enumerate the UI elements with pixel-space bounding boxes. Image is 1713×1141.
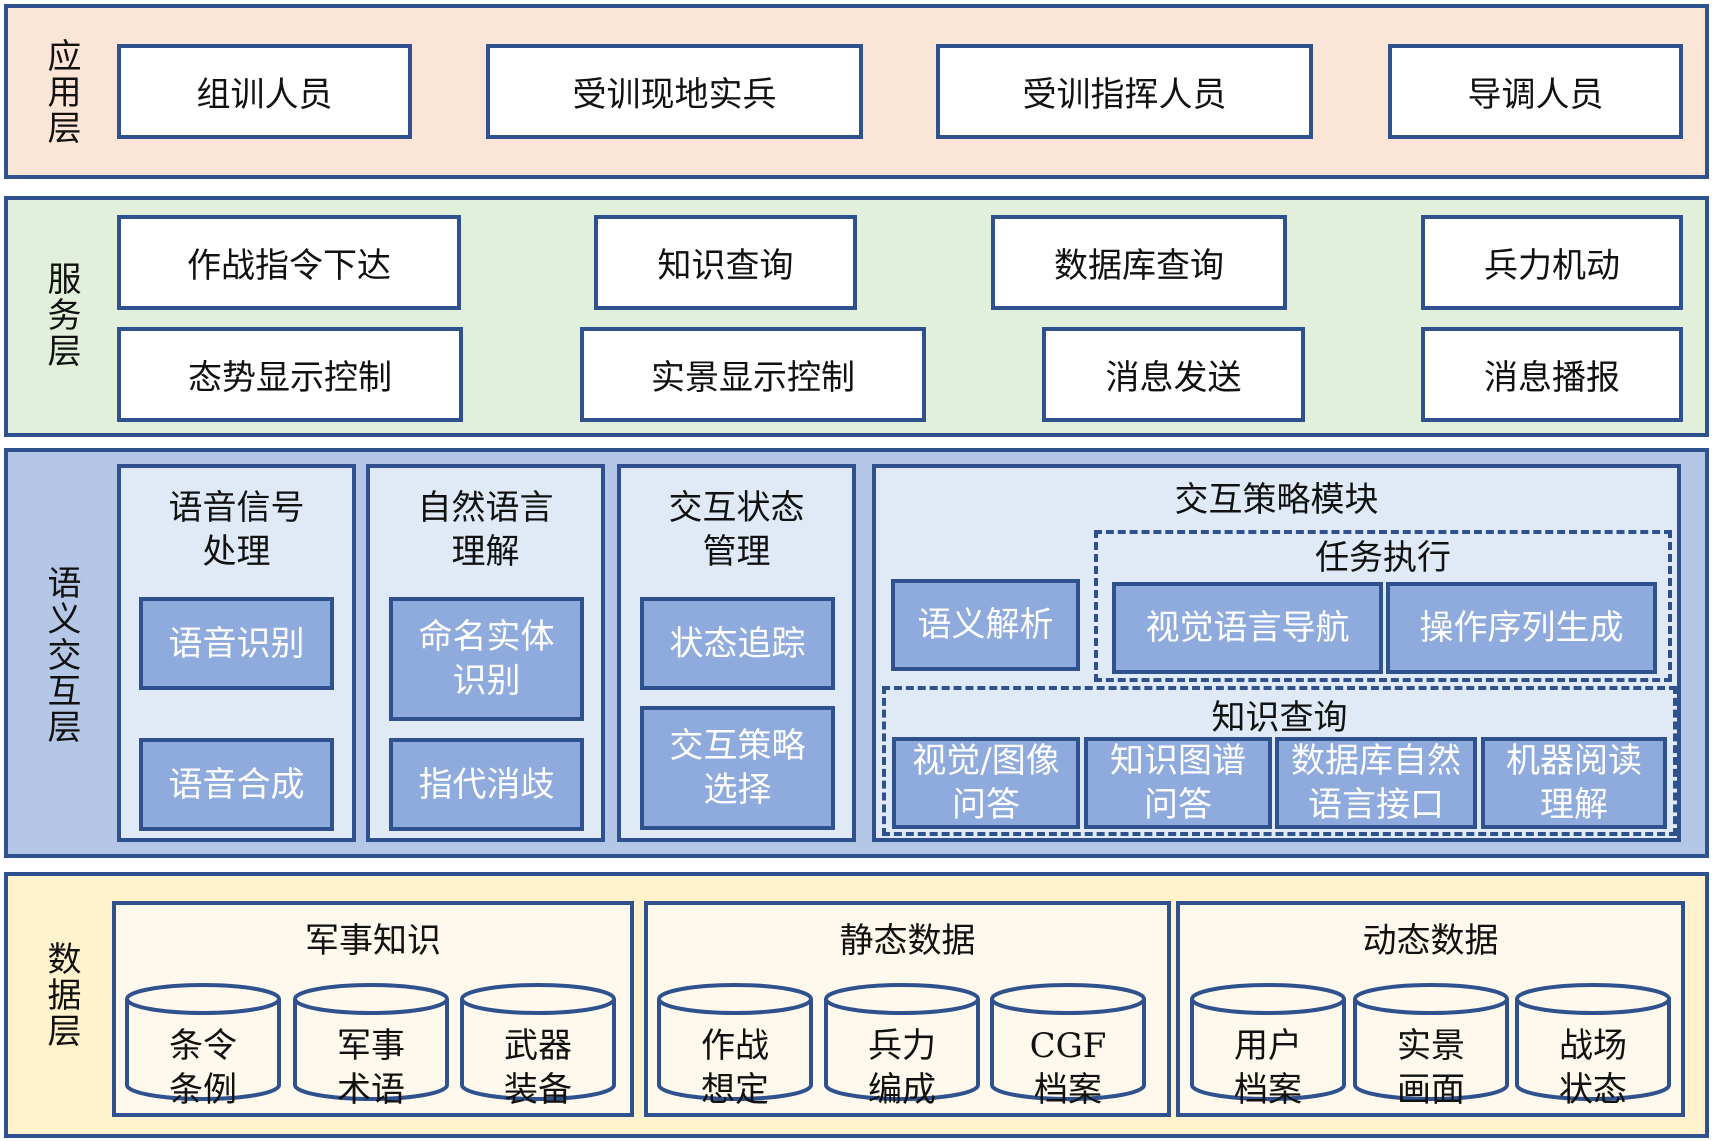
database-label: 武器 装备: [504, 1026, 572, 1110]
service-item-scene-display: 实景显示控制: [580, 327, 926, 422]
database-cylinder-icon: [824, 983, 980, 1101]
database-label: 用户 档案: [1234, 1026, 1302, 1110]
app-item-director: 导调人员: [1388, 44, 1683, 139]
database-label: 作战 想定: [701, 1026, 769, 1110]
state-management-title: 交互状态 管理: [668, 488, 805, 572]
database-label: 条令 条例: [169, 1026, 237, 1110]
knowledge-query-group: 知识查询: [882, 686, 1677, 836]
database-cylinder-icon: [657, 983, 813, 1101]
database-cylinder-icon: [293, 983, 449, 1101]
database-weapons-equipment: 武器 装备: [459, 982, 617, 1110]
database-label: CGF 档案: [1029, 1026, 1107, 1110]
military-knowledge-title: 军事知识: [305, 921, 441, 961]
task-execution-title: 任务执行: [1315, 538, 1451, 578]
module-named-entity-recognition: 命名实体 识别: [389, 597, 584, 721]
nlu-title: 自然语言 理解: [417, 488, 554, 572]
module-machine-reading: 机器阅读 理解: [1481, 737, 1667, 829]
database-cylinder-icon: [460, 983, 616, 1101]
static-data-title: 静态数据: [839, 921, 976, 961]
service-item-message-broadcast: 消息播报: [1421, 327, 1683, 422]
service-item-database-query: 数据库查询: [991, 215, 1287, 310]
database-force-organization: 兵力 编成: [823, 982, 981, 1110]
database-label: 实景 画面: [1397, 1026, 1465, 1110]
database-battlefield-state: 战场 状态: [1514, 982, 1672, 1110]
application-layer-label: 应用层: [41, 38, 81, 146]
data-layer-label: 数据层: [41, 941, 81, 1049]
database-combat-scenario: 作战 想定: [656, 982, 814, 1110]
database-military-terms: 军事 术语: [292, 982, 450, 1110]
database-label: 兵力 编成: [868, 1026, 936, 1110]
module-speech-synthesis: 语音合成: [139, 738, 334, 831]
database-cylinder-icon: [990, 983, 1146, 1101]
database-label: 战场 状态: [1559, 1026, 1627, 1110]
app-item-commander-trainee: 受训指挥人员: [936, 44, 1313, 139]
database-cylinder-icon: [125, 983, 281, 1101]
app-item-trainer: 组训人员: [117, 44, 412, 139]
task-execution-group: 任务执行: [1094, 530, 1672, 682]
module-vision-language-navigation: 视觉语言导航: [1112, 582, 1383, 674]
module-speech-recognition: 语音识别: [139, 597, 334, 690]
speech-processing-title: 语音信号 处理: [168, 488, 305, 572]
service-item-situation-display: 态势显示控制: [117, 327, 463, 422]
database-label: 军事 术语: [337, 1026, 405, 1110]
database-regulations: 条令 条例: [124, 982, 282, 1110]
module-operation-sequence-generation: 操作序列生成: [1386, 582, 1657, 674]
service-layer-label: 服务层: [41, 261, 81, 369]
database-cylinder-icon: [1353, 983, 1509, 1101]
app-item-field-trainee: 受训现地实兵: [486, 44, 863, 139]
service-item-combat-command: 作战指令下达: [117, 215, 461, 310]
module-semantic-parsing: 语义解析: [891, 579, 1080, 671]
module-state-tracking: 状态追踪: [640, 597, 835, 690]
module-strategy-selection: 交互策略 选择: [640, 706, 835, 830]
strategy-module-title: 交互策略模块: [1174, 480, 1379, 520]
service-item-message-send: 消息发送: [1042, 327, 1305, 422]
module-coreference-resolution: 指代消歧: [389, 738, 584, 831]
database-user-archive: 用户 档案: [1189, 982, 1347, 1110]
knowledge-query-title: 知识查询: [1211, 698, 1348, 738]
module-knowledge-graph-qa: 知识图谱 问答: [1084, 737, 1272, 829]
dynamic-data-title: 动态数据: [1362, 921, 1499, 961]
database-live-scene: 实景 画面: [1352, 982, 1510, 1110]
service-item-knowledge-query: 知识查询: [594, 215, 857, 310]
database-cgf-archive: CGF 档案: [989, 982, 1147, 1110]
service-item-force-maneuver: 兵力机动: [1421, 215, 1683, 310]
semantic-layer-label: 语义交互层: [41, 565, 81, 745]
module-nl-database-interface: 数据库自然 语言接口: [1275, 737, 1477, 829]
database-cylinder-icon: [1515, 983, 1671, 1101]
database-cylinder-icon: [1190, 983, 1346, 1101]
module-visual-qa: 视觉/图像 问答: [892, 737, 1080, 829]
